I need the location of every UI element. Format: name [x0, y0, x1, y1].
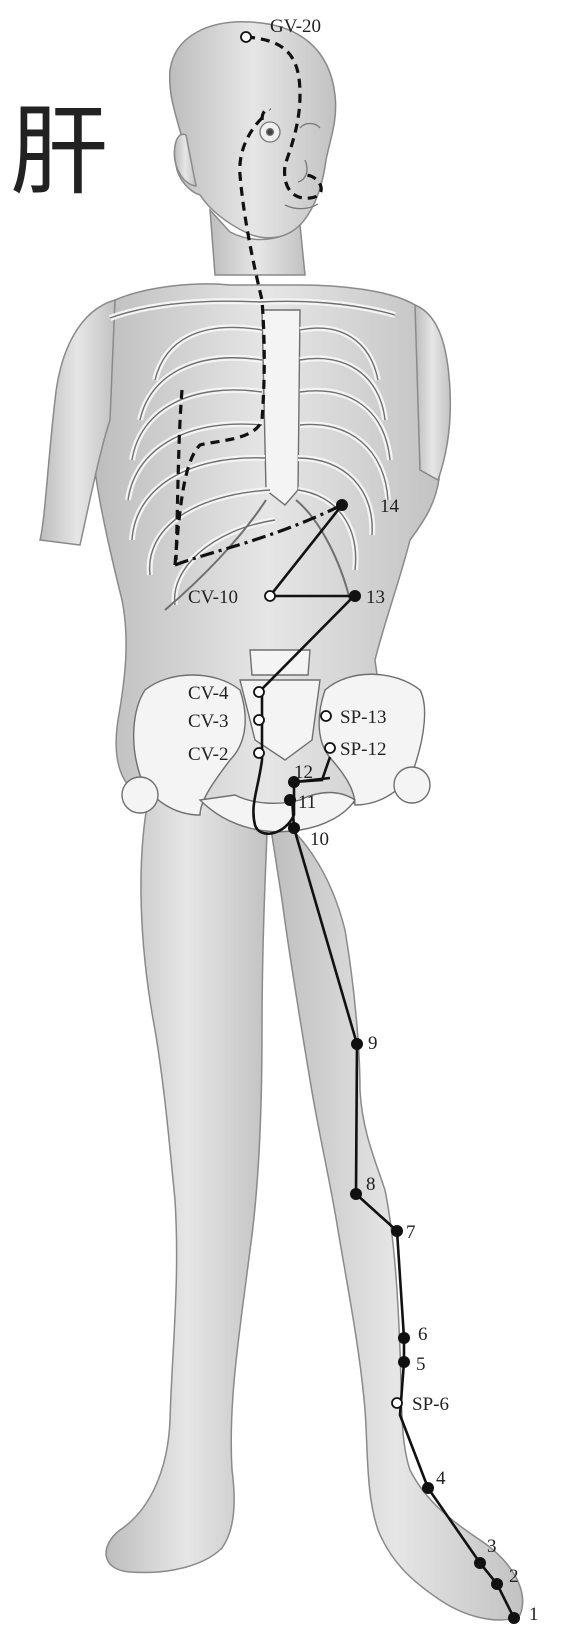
point-lv1	[508, 1612, 520, 1624]
label-lv12: 12	[294, 762, 313, 783]
point-lv9	[351, 1038, 363, 1050]
point-cv2	[254, 748, 264, 758]
point-lv4	[422, 1482, 434, 1494]
label-cv4: CV-4	[188, 683, 229, 704]
label-cv3: CV-3	[188, 711, 228, 732]
label-lv5: 5	[416, 1354, 426, 1375]
point-sp13	[321, 711, 331, 721]
label-lv3: 3	[487, 1536, 497, 1557]
label-lv14: 14	[380, 496, 400, 517]
point-lv8	[350, 1188, 362, 1200]
label-lv11: 11	[298, 792, 316, 813]
point-cv3	[254, 715, 264, 725]
label-cv10: CV-10	[188, 587, 238, 608]
label-lv8: 8	[366, 1174, 376, 1195]
label-lv4: 4	[436, 1468, 446, 1489]
point-lv10	[288, 822, 300, 834]
label-sp12: SP-12	[340, 739, 386, 760]
label-gv20: GV-20	[270, 16, 321, 37]
point-gv20	[241, 32, 251, 42]
label-sp6: SP-6	[412, 1394, 449, 1415]
point-lv5	[398, 1356, 410, 1368]
label-lv2: 2	[509, 1566, 519, 1587]
point-cv10	[265, 591, 275, 601]
point-lv2	[491, 1578, 503, 1590]
point-sp12	[325, 743, 335, 753]
label-sp13: SP-13	[340, 707, 386, 728]
label-lv1: 1	[529, 1604, 539, 1625]
point-lv3	[474, 1557, 486, 1569]
point-lv13	[349, 590, 361, 602]
label-cv2: CV-2	[188, 744, 228, 765]
label-lv9: 9	[368, 1033, 378, 1054]
point-lv14	[336, 499, 348, 511]
liver-glyph: 肝	[10, 95, 108, 209]
point-lv11	[284, 794, 296, 806]
point-sp6	[392, 1398, 402, 1408]
label-lv7: 7	[406, 1222, 416, 1243]
point-lv7	[391, 1225, 403, 1237]
label-lv10: 10	[310, 829, 329, 850]
label-lv6: 6	[418, 1324, 428, 1345]
label-lv13: 13	[366, 587, 385, 608]
point-cv4	[254, 687, 264, 697]
point-lv6	[398, 1332, 410, 1344]
